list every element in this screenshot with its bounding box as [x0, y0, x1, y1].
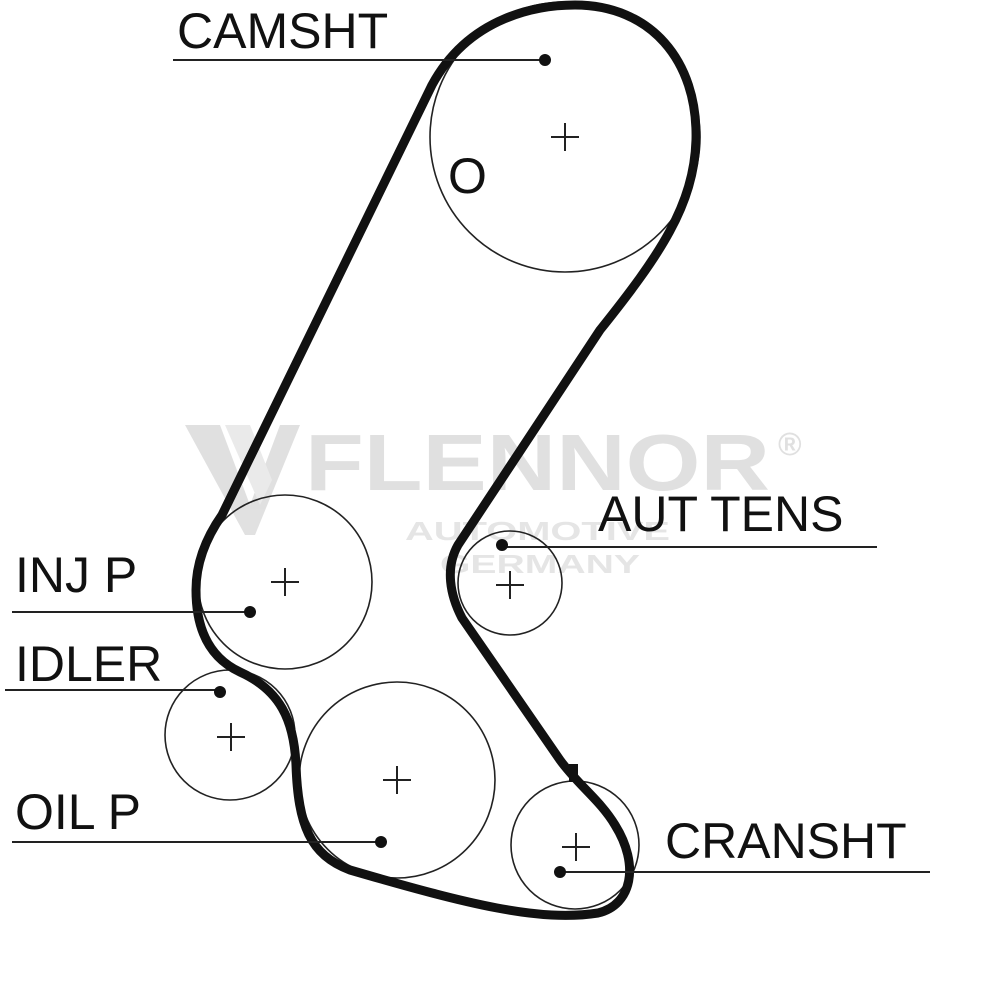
belt-timing-notch: [569, 764, 578, 782]
oil-pump-label: OIL P: [15, 784, 141, 840]
auto-tensioner-label: AUT TENS: [598, 486, 843, 542]
tensioner-center-mark: [496, 571, 524, 599]
watermark-registered: ®: [778, 426, 802, 462]
crankshaft-center-mark: [562, 833, 590, 861]
tensioner-pulley: [457, 530, 563, 636]
injection-pump-label: INJ P: [15, 547, 137, 603]
timing-mark-label: O: [448, 148, 487, 204]
injection-pump-leader-dot: [244, 606, 256, 618]
idler-label: IDLER: [15, 636, 162, 692]
oil-pump-leader-dot: [375, 836, 387, 848]
watermark: FLENNOR ® AUTOMOTIVE GERMANY: [185, 418, 802, 579]
camshaft-label: CAMSHT: [177, 3, 388, 59]
timing-belt: [191, 0, 701, 920]
tensioner-leader-dot: [496, 539, 508, 551]
watermark-brand: FLENNOR: [305, 418, 770, 507]
idler-center-mark: [217, 723, 245, 751]
crankshaft-label: CRANSHT: [665, 813, 907, 869]
injection-pump-center-mark: [271, 568, 299, 596]
idler-leader-dot: [214, 686, 226, 698]
watermark-line2: GERMANY: [440, 549, 640, 579]
crankshaft-leader-dot: [554, 866, 566, 878]
oil-pump-center-mark: [383, 766, 411, 794]
watermark-line1: AUTOMOTIVE: [405, 516, 670, 546]
camshaft-leader-dot: [539, 54, 551, 66]
camshaft-center-mark: [551, 123, 579, 151]
